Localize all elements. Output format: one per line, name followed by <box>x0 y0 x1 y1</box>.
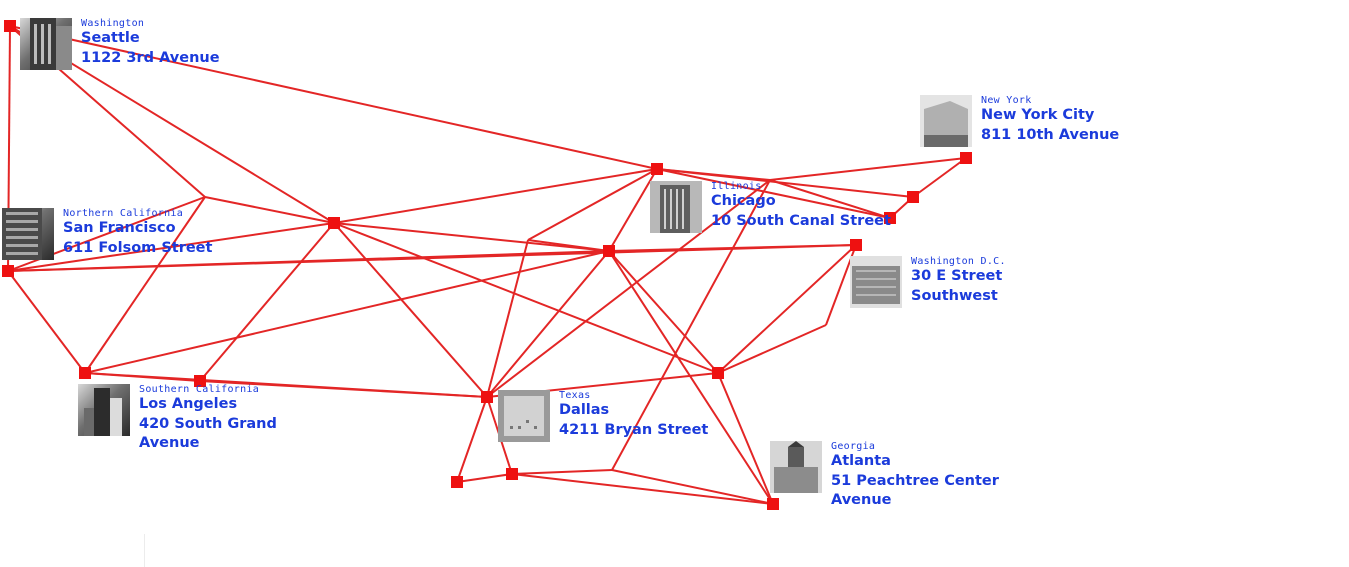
location-washington-dc[interactable]: Washington D.C. 30 E Street Southwest <box>850 256 1011 308</box>
location-san-francisco[interactable]: Northern California San Francisco 611 Fo… <box>2 208 212 260</box>
network-link <box>718 373 773 504</box>
city-name: New York City <box>981 106 1119 126</box>
network-link <box>609 251 773 504</box>
network-link <box>770 158 966 180</box>
network-link <box>8 271 85 373</box>
network-node[interactable] <box>712 367 724 379</box>
location-chicago[interactable]: Illinois Chicago 10 South Canal Street <box>650 181 891 233</box>
location-atlanta[interactable]: Georgia Atlanta 51 Peachtree Center Aven… <box>770 441 1001 511</box>
building-photo-icon <box>850 256 902 308</box>
location-los-angeles[interactable]: Southern California Los Angeles 420 Sout… <box>78 384 279 454</box>
region-label: Illinois <box>711 181 891 192</box>
network-link <box>334 223 609 251</box>
network-link <box>609 251 718 373</box>
street-address: 811 10th Avenue <box>981 126 1119 146</box>
street-address: 611 Folsom Street <box>63 239 212 259</box>
region-label: Southern California <box>139 384 279 395</box>
location-dallas[interactable]: Texas Dallas 4211 Bryan Street <box>498 390 708 442</box>
region-label: Northern California <box>63 208 212 219</box>
network-link <box>205 197 334 223</box>
location-new-york-city[interactable]: New York New York City 811 10th Avenue <box>920 95 1119 147</box>
network-link <box>528 240 609 251</box>
network-link <box>718 325 826 373</box>
building-photo-icon <box>2 208 54 260</box>
region-label: Washington <box>81 18 220 29</box>
street-address: 30 E Street Southwest <box>911 267 1011 306</box>
network-link <box>512 474 773 504</box>
network-link <box>457 397 487 482</box>
network-node[interactable] <box>2 265 14 277</box>
building-photo-icon <box>770 441 822 493</box>
network-link <box>457 474 512 482</box>
region-label: New York <box>981 95 1119 106</box>
network-node[interactable] <box>4 20 16 32</box>
building-photo-icon <box>920 95 972 147</box>
network-node[interactable] <box>328 217 340 229</box>
network-node[interactable] <box>960 152 972 164</box>
city-name: Los Angeles <box>139 395 279 415</box>
network-link <box>612 470 773 504</box>
network-link <box>200 223 334 381</box>
network-link <box>85 251 609 373</box>
network-node[interactable] <box>850 239 862 251</box>
network-node[interactable] <box>79 367 91 379</box>
network-node[interactable] <box>603 245 615 257</box>
network-link <box>718 245 856 373</box>
network-node[interactable] <box>481 391 493 403</box>
location-seattle[interactable]: Washington Seattle 1122 3rd Avenue <box>20 18 220 70</box>
street-address: 10 South Canal Street <box>711 212 891 232</box>
city-name: Dallas <box>559 401 708 421</box>
building-photo-icon <box>498 390 550 442</box>
building-photo-icon <box>650 181 702 233</box>
city-name: Chicago <box>711 192 891 212</box>
city-name: Atlanta <box>831 452 1001 472</box>
region-label: Texas <box>559 390 708 401</box>
street-address: 4211 Bryan Street <box>559 421 708 441</box>
region-label: Georgia <box>831 441 1001 452</box>
city-name: Seattle <box>81 29 220 49</box>
network-node[interactable] <box>451 476 463 488</box>
network-node[interactable] <box>506 468 518 480</box>
building-photo-icon <box>78 384 130 436</box>
street-address: 420 South Grand Avenue <box>139 415 279 454</box>
street-address: 51 Peachtree Center Avenue <box>831 472 1001 511</box>
street-address: 1122 3rd Avenue <box>81 49 220 69</box>
divider-line <box>144 534 145 567</box>
network-node[interactable] <box>907 191 919 203</box>
region-label: Washington D.C. <box>911 256 1011 267</box>
building-photo-icon <box>20 18 72 70</box>
network-node[interactable] <box>651 163 663 175</box>
network-link <box>512 470 612 474</box>
city-name: San Francisco <box>63 219 212 239</box>
